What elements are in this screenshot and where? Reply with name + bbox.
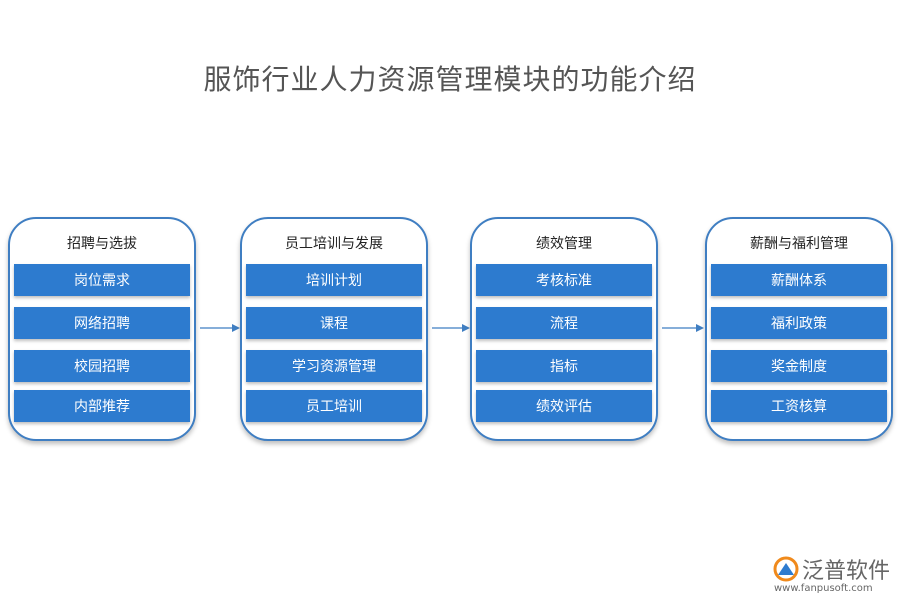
module-training: 员工培训与发展 培训计划 课程 学习资源管理 员工培训 <box>240 217 428 441</box>
arrow-right-icon <box>200 324 240 332</box>
logo-url: www.fanpusoft.com <box>774 583 873 594</box>
module-item: 内部推荐 <box>14 390 190 422</box>
module-item: 校园招聘 <box>14 350 190 382</box>
module-item: 考核标准 <box>476 264 652 296</box>
module-item: 课程 <box>246 307 422 339</box>
module-performance: 绩效管理 考核标准 流程 指标 绩效评估 <box>470 217 658 441</box>
logo-mark-icon <box>773 556 799 582</box>
diagram-title: 服饰行业人力资源管理模块的功能介绍 <box>203 63 697 96</box>
module-item: 指标 <box>476 350 652 382</box>
module-item: 薪酬体系 <box>711 264 887 296</box>
arrow-right-icon <box>432 324 470 332</box>
arrow-right-icon <box>662 324 704 332</box>
module-item: 工资核算 <box>711 390 887 422</box>
module-title: 招聘与选拔 <box>67 236 137 252</box>
module-item: 网络招聘 <box>14 307 190 339</box>
module-compensation: 薪酬与福利管理 薪酬体系 福利政策 奖金制度 工资核算 <box>705 217 893 441</box>
module-recruitment: 招聘与选拔 岗位需求 网络招聘 校园招聘 内部推荐 <box>8 217 196 441</box>
module-item: 绩效评估 <box>476 390 652 422</box>
module-item: 岗位需求 <box>14 264 190 296</box>
module-item: 奖金制度 <box>711 350 887 382</box>
arrow-connector <box>662 322 704 334</box>
logo-name: 泛普软件 <box>802 559 891 584</box>
module-title: 员工培训与发展 <box>285 236 383 252</box>
brand-logo: 泛普软件 www.fanpusoft.com <box>772 553 897 599</box>
module-item: 学习资源管理 <box>246 350 422 382</box>
arrow-connector <box>200 322 240 334</box>
module-title: 绩效管理 <box>536 236 592 252</box>
module-title: 薪酬与福利管理 <box>750 236 848 252</box>
module-item: 培训计划 <box>246 264 422 296</box>
arrow-connector <box>432 322 470 334</box>
module-item: 流程 <box>476 307 652 339</box>
module-item: 福利政策 <box>711 307 887 339</box>
module-item: 员工培训 <box>246 390 422 422</box>
